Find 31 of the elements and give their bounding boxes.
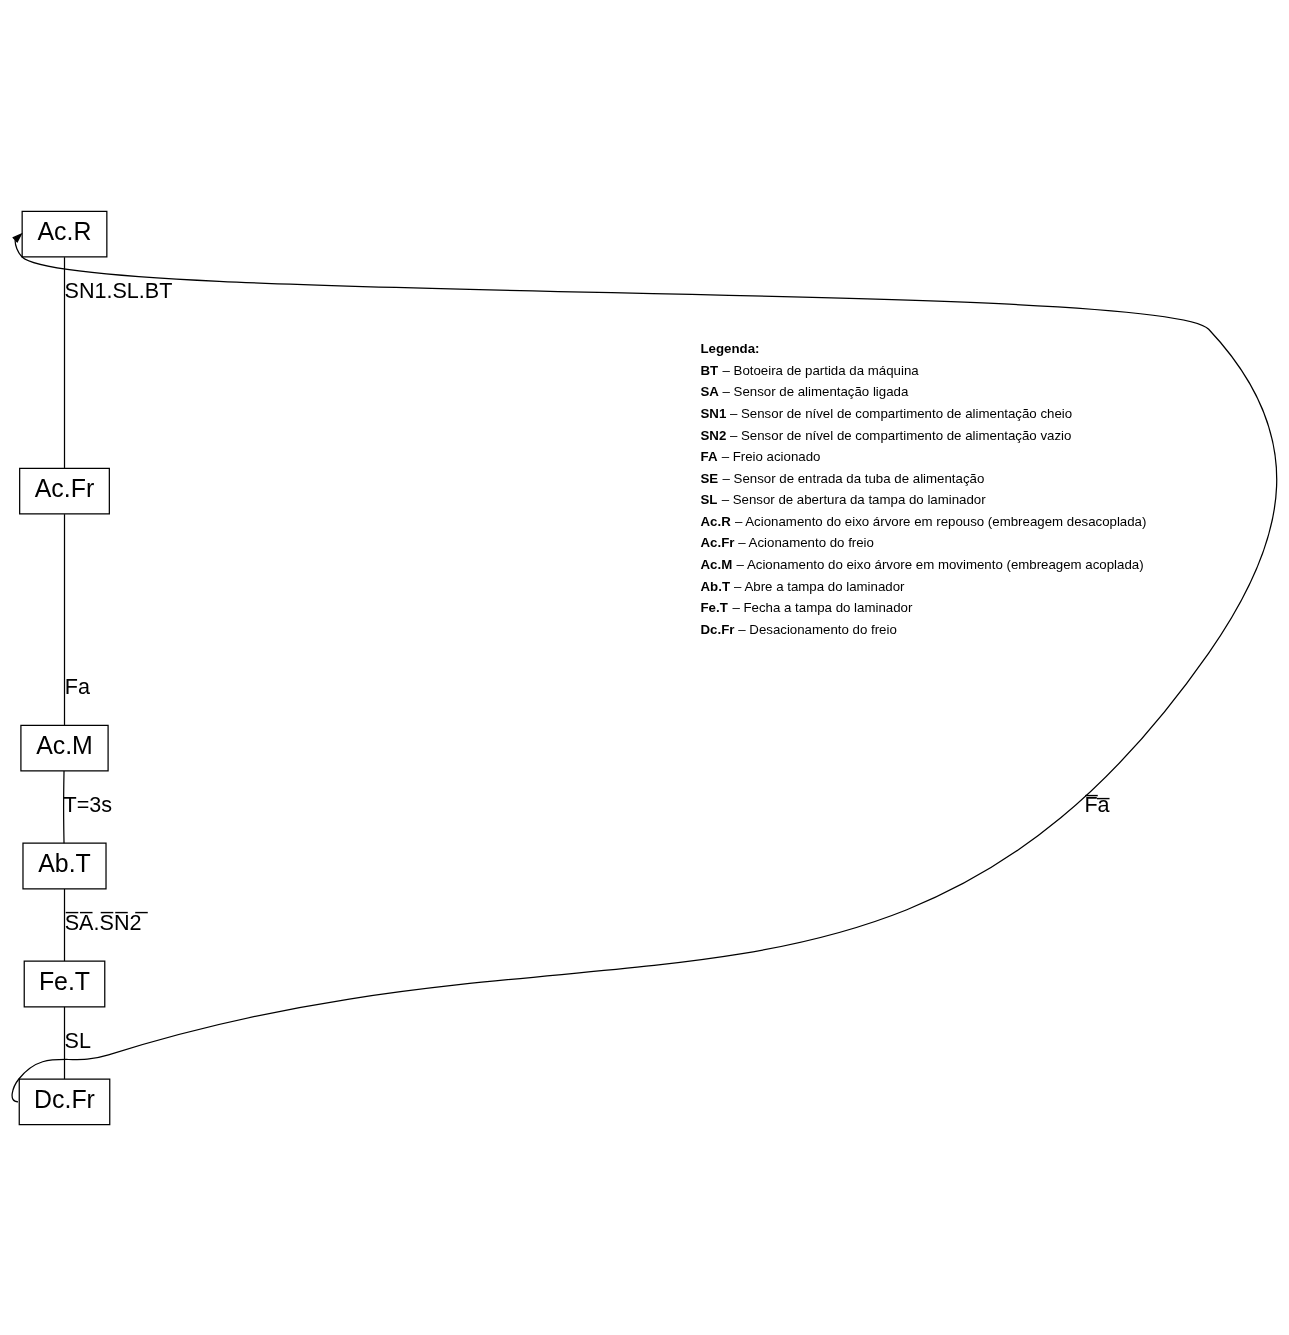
label: SE – Sensor de entrada da tuba de alimentação	[700, 470, 985, 486]
label: SN1 – Sensor de nível de compartimento de alimentação cheio	[700, 405, 1073, 421]
label: Ac.R – Acionamento do eixo árvore em repouso (embreagem desacoplada)	[700, 513, 1147, 529]
edge-label: Fa	[64, 673, 90, 699]
label: Dc.Fr – Desacionamento do freio	[700, 621, 897, 637]
label: BT – Botoeira de partida da máquina	[700, 362, 919, 378]
edge-label: T=3s	[63, 791, 113, 817]
label: Ac.M – Acionamento do eixo árvore em movimento (embreagem acoplada)	[700, 556, 1144, 572]
node-box: Ac.M	[20, 724, 109, 772]
edge-label: SN1.SL.BT	[64, 277, 173, 303]
label: Ab.T – Abre a tampa do laminador	[700, 578, 905, 594]
node-box: Fe.T	[23, 959, 106, 1007]
label: FA – Freio acionado	[700, 448, 821, 464]
label: SL – Sensor de abertura da tampa do laminador	[700, 491, 986, 507]
arrow	[11, 232, 1278, 1102]
connector	[63, 513, 66, 726]
connector	[63, 256, 66, 469]
label: Legenda:	[700, 340, 760, 356]
node-box: Ac.Fr	[19, 467, 110, 515]
node-box: Dc.Fr	[18, 1077, 111, 1125]
label: Ac.Fr – Acionamento do freio	[700, 534, 874, 550]
edge-label: F̅a̅	[1084, 791, 1110, 817]
connector	[63, 887, 66, 962]
edge-label: SL	[64, 1027, 91, 1053]
label: SA – Sensor de alimentação ligada	[700, 383, 909, 399]
label: Fe.T – Fecha a tampa do laminador	[700, 599, 913, 615]
node-box: Ac.R	[21, 210, 108, 258]
label: SN2 – Sensor de nível de compartimento de alimentação vazio	[700, 426, 1072, 442]
node-box: Ab.T	[22, 842, 107, 889]
connector	[63, 1005, 66, 1080]
connector	[62, 769, 65, 844]
